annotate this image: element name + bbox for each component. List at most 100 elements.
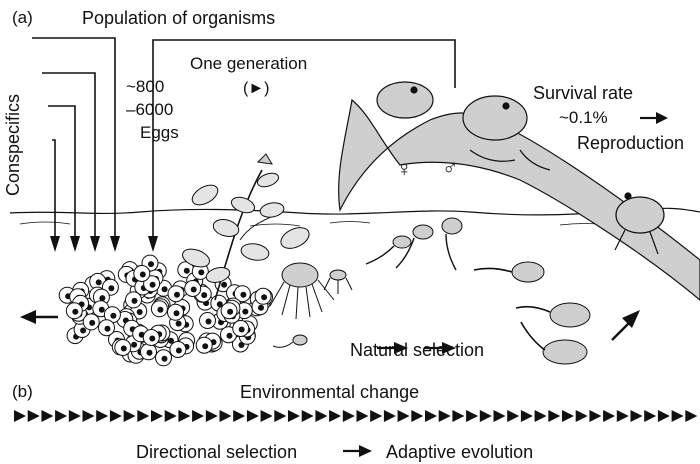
egg-embryo — [89, 320, 95, 326]
egg-embryo — [191, 287, 197, 293]
water-ripple-1 — [20, 222, 610, 227]
triangle-icon — [617, 410, 629, 422]
triangle-icon — [658, 410, 670, 422]
triangle-icon — [576, 410, 588, 422]
egg-embryo — [157, 307, 163, 313]
conspecifics-label: Conspecifics — [4, 94, 22, 196]
egg-embryo — [132, 298, 138, 304]
triangle-icon — [192, 410, 204, 422]
triangle-icon — [124, 410, 136, 422]
egg-embryo — [258, 305, 264, 311]
triangle-icon — [14, 410, 26, 422]
egg-embryo — [105, 326, 111, 332]
triangle-icon — [233, 410, 245, 422]
egg-embryo — [174, 310, 180, 316]
egg-embryo — [121, 346, 127, 352]
triangle-icon — [480, 410, 492, 422]
egg-embryo — [149, 336, 155, 342]
survival-rate-label: Survival rate — [533, 84, 633, 102]
egg-embryo — [240, 292, 246, 298]
generation-label: One generation — [190, 55, 307, 72]
triangle-icon — [411, 410, 423, 422]
triangle-icon — [507, 410, 519, 422]
egg-embryo — [99, 295, 105, 301]
natural-selection-label: Natural selection — [350, 341, 484, 359]
triangle-icon — [452, 410, 464, 422]
egg-mass-icon — [59, 255, 272, 366]
egg-embryo — [162, 286, 168, 292]
egg-embryo — [148, 261, 154, 267]
triangle-icon — [535, 410, 547, 422]
triangle-icon — [672, 410, 684, 422]
triangle-icon — [603, 410, 615, 422]
triangle-icon — [83, 410, 95, 422]
eggs-label: Eggs — [140, 124, 179, 141]
triangle-icon — [41, 410, 53, 422]
egg-embryo — [174, 292, 180, 298]
egg-embryo — [198, 269, 204, 275]
egg-embryo — [110, 313, 116, 319]
triangle-icon — [110, 410, 122, 422]
triangle-icon — [562, 410, 574, 422]
egg-embryo — [162, 356, 168, 362]
triangle-icon — [439, 410, 451, 422]
female-symbol: ♀ — [396, 158, 413, 180]
triangle-icon — [178, 410, 190, 422]
egg-embryo — [176, 348, 182, 354]
egg-embryo — [150, 282, 156, 288]
egg-embryo — [206, 319, 212, 325]
egg-embryo — [72, 309, 78, 315]
egg-embryo — [99, 307, 105, 313]
triangle-icon — [274, 410, 286, 422]
egg-embryo — [147, 350, 153, 356]
triangle-icon — [28, 410, 40, 422]
egg-embryo — [242, 309, 248, 315]
egg-embryo — [201, 292, 207, 298]
egg-embryo — [108, 285, 114, 291]
triangle-icon — [137, 410, 149, 422]
survival-rate-value: ~0.1% — [559, 109, 608, 126]
male-symbol: ♂ — [442, 157, 459, 179]
egg-embryo — [239, 327, 245, 333]
egg-embryo — [221, 282, 227, 288]
adaptive-evolution-label: Adaptive evolution — [386, 443, 533, 461]
reproduction-label: Reproduction — [577, 134, 684, 152]
triangle-icon — [329, 410, 341, 422]
generation-symbol: (►) — [243, 81, 270, 97]
triangle-icon — [343, 410, 355, 422]
triangle-icon — [261, 410, 273, 422]
triangle-icon — [220, 410, 232, 422]
triangle-icon — [370, 410, 382, 422]
left-arrow — [20, 310, 58, 324]
triangle-icon — [357, 410, 369, 422]
triangle-icon — [589, 410, 601, 422]
egg-embryo — [80, 328, 86, 334]
triangle-icon — [288, 410, 300, 422]
triangle-icon — [206, 410, 218, 422]
egg-embryo — [184, 268, 190, 274]
triangle-icon — [96, 410, 108, 422]
triangle-icon — [315, 410, 327, 422]
triangle-icon — [685, 410, 697, 422]
eggs-count-line1: ~800 — [126, 78, 164, 95]
directional-selection-label: Directional selection — [136, 443, 297, 461]
hatchling-cluster-icon — [270, 263, 352, 347]
egg-embryo — [137, 309, 143, 315]
egg-embryo — [176, 321, 182, 327]
triangle-icon — [165, 410, 177, 422]
triangle-icon — [247, 410, 259, 422]
triangle-icon — [398, 410, 410, 422]
egg-embryo — [140, 272, 146, 278]
panel-b-label: (b) — [12, 383, 33, 400]
eggs-count-line2: –6000 — [126, 101, 173, 118]
triangle-icon — [302, 410, 314, 422]
egg-embryo — [227, 309, 233, 315]
triangle-icon — [548, 410, 560, 422]
triangle-icon — [425, 410, 437, 422]
triangle-icon — [55, 410, 67, 422]
panel-a-label: (a) — [12, 9, 33, 26]
triangle-icon — [151, 410, 163, 422]
triangle-icon — [631, 410, 643, 422]
triangle-icon — [521, 410, 533, 422]
